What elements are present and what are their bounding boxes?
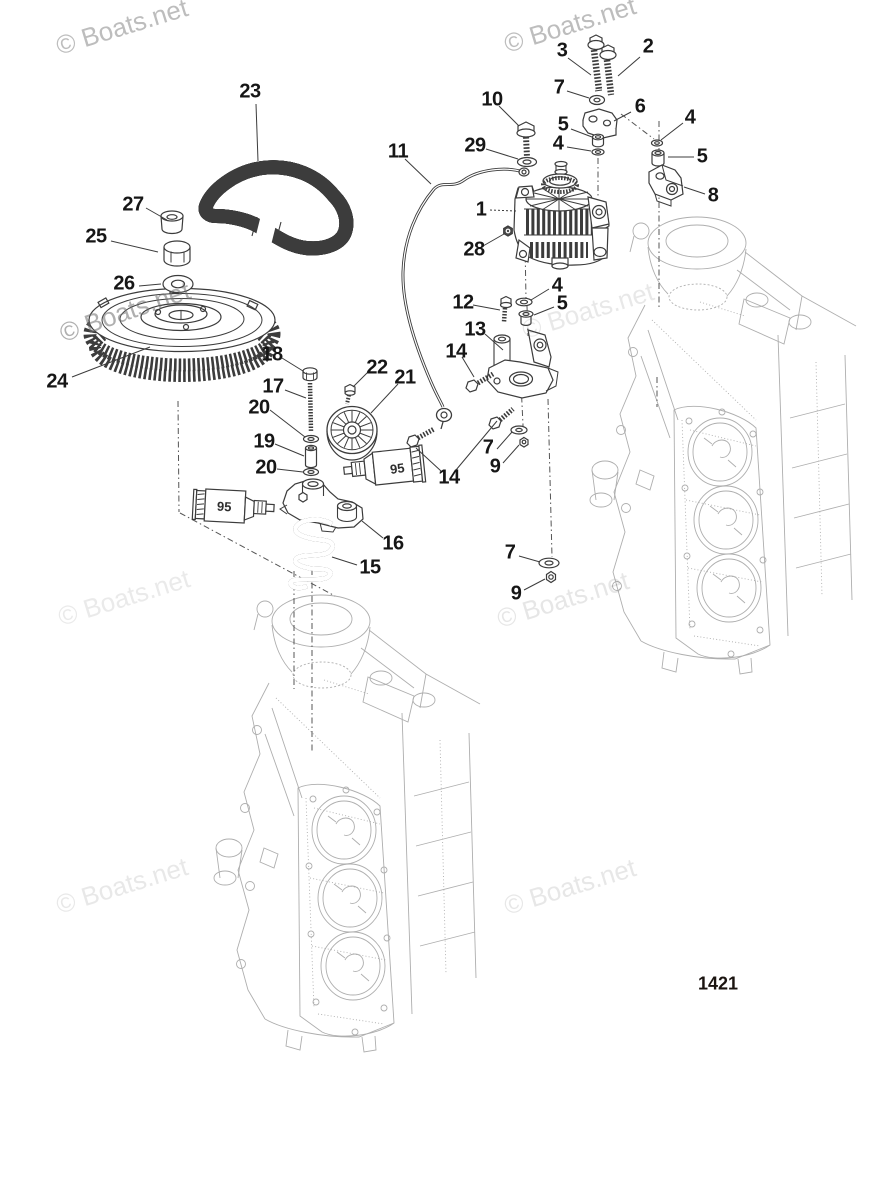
callout-part-1: 1 [475, 198, 487, 221]
sealant-tube-left-art [191, 488, 275, 524]
callout-part-7-top: 7 [553, 76, 565, 99]
stud-17-art [307, 382, 314, 433]
drive-belt-art [206, 167, 347, 248]
sealant-tube-right-art [343, 444, 427, 486]
callout-part-23: 23 [239, 80, 261, 103]
callout-part-17: 17 [262, 375, 284, 398]
washer-7-b-art [538, 557, 560, 569]
callout-part-24: 24 [46, 370, 68, 393]
washer-4-mid-art [515, 297, 533, 307]
callout-part-5-top: 5 [557, 113, 569, 136]
washer-20-lower-art [302, 467, 320, 477]
washer-4-right-art [650, 139, 664, 147]
callout-part-25: 25 [85, 225, 107, 248]
callout-part-18: 18 [261, 343, 283, 366]
nut-9-b-art [545, 570, 557, 584]
bolt-22-art [344, 383, 356, 405]
flywheel-hardware-art [160, 210, 194, 294]
bracket-8-art [648, 164, 684, 207]
washer-29-art [516, 156, 538, 168]
callout-part-29: 29 [464, 134, 486, 157]
page-number: 1421 [697, 973, 739, 994]
callout-part-5-mid: 5 [556, 292, 568, 315]
tensioner-pulley-art [326, 405, 378, 461]
sealant-size-label-left: 95 [216, 498, 232, 515]
callout-part-14-lower: 14 [438, 466, 460, 489]
callout-part-3: 3 [556, 39, 568, 62]
spacer-5-right-art [651, 149, 665, 167]
callout-part-22: 22 [366, 356, 388, 379]
spring-art [291, 520, 333, 588]
callout-part-5-right: 5 [696, 145, 708, 168]
alternator-art [513, 160, 610, 270]
grommet-5-mid-art [518, 310, 534, 326]
callout-part-14-upper: 14 [445, 340, 467, 363]
washer-7-a-art [510, 425, 528, 435]
nut-5-top-art [591, 133, 605, 148]
callout-part-27: 27 [122, 193, 144, 216]
callout-part-10: 10 [481, 88, 503, 111]
washer-7-top-art [588, 94, 606, 106]
callout-part-4-right: 4 [684, 106, 696, 129]
callout-part-2: 2 [642, 35, 654, 58]
callout-part-4-mid: 4 [551, 274, 563, 297]
bolt-3-art [587, 34, 605, 92]
nut-18-art [302, 367, 318, 382]
leader-lines [71, 56, 706, 591]
callout-part-28: 28 [463, 238, 485, 261]
callout-part-20-upper: 20 [248, 396, 270, 419]
callout-part-4-top: 4 [552, 132, 564, 155]
callout-part-7-a: 7 [482, 436, 494, 459]
callout-part-16: 16 [382, 532, 404, 555]
callout-part-15: 15 [359, 556, 381, 579]
bolt-14-left-art [406, 426, 436, 448]
callout-part-20-lower: 20 [255, 456, 277, 479]
bolt-2-art [599, 44, 617, 96]
nut-28-art [503, 225, 513, 237]
bolt-12-art [499, 295, 513, 323]
flywheel-art [83, 287, 281, 382]
engine-block-right [589, 216, 857, 675]
tensioner-arm-art [279, 478, 364, 533]
callout-part-19: 19 [253, 430, 275, 453]
callout-part-7-b: 7 [504, 541, 516, 564]
callout-part-11: 11 [387, 140, 409, 163]
callout-part-9-b: 9 [510, 582, 522, 605]
callout-part-21: 21 [394, 366, 416, 389]
bracket-6-art [582, 108, 618, 139]
sealant-size-label-right: 95 [389, 460, 406, 477]
washer-20-upper-art [302, 434, 320, 444]
washer-4-top-art [591, 148, 605, 156]
callout-part-8: 8 [707, 184, 719, 207]
callout-part-6: 6 [634, 95, 646, 118]
callout-part-26: 26 [113, 272, 135, 295]
callout-part-12: 12 [452, 291, 474, 314]
callout-part-9-a: 9 [489, 455, 501, 478]
callout-part-13: 13 [464, 318, 486, 341]
nut-9-a-art [519, 436, 529, 448]
bolt-14-upper-art [465, 371, 495, 393]
engine-block-lower-left [213, 594, 481, 1053]
bracket-13-art [486, 329, 559, 399]
bolt-10-art [516, 121, 536, 158]
spacer-19-art [304, 444, 318, 469]
alternator-cable-art [401, 167, 530, 430]
